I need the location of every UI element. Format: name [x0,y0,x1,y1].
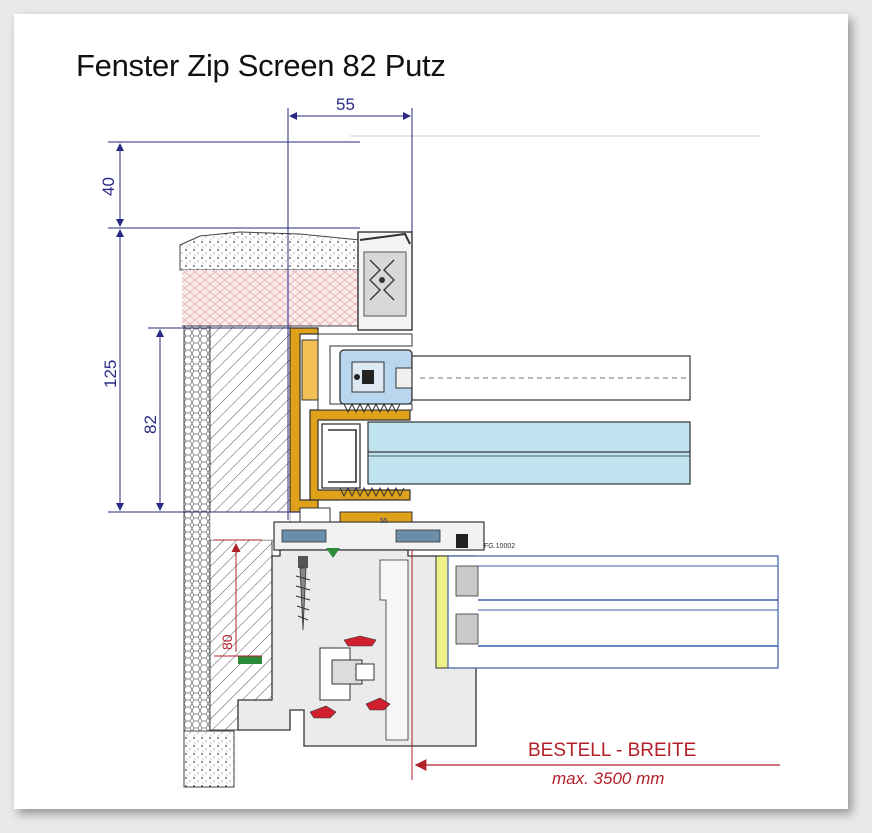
dimension-80-label: 80 [219,634,235,650]
marker-label: 55 [380,518,388,525]
ceiling-plaster [179,231,386,271]
wall-masonry [209,325,291,731]
dimension-125-label: 125 [101,360,120,388]
lower-frame-bar [273,507,485,551]
drawing-title: Fenster Zip Screen 82 Putz [76,48,446,83]
part-number-label: FG.10002 [484,543,515,550]
dimension-82-label: 82 [141,415,160,434]
dimension-82: 82 [141,327,290,511]
dimension-40-label: 40 [99,177,118,196]
red-seals [309,635,391,719]
dimension-55: 55 [287,95,413,520]
housing-profile [289,327,413,513]
wall-plaster [183,325,235,788]
dimension-40: 40 [99,141,360,229]
green-seal [238,656,262,664]
ceiling-insulation [182,270,358,327]
sash-glazing [435,555,779,669]
glass-pane [367,421,691,485]
inner-channel [321,423,405,498]
order-width-label: BESTELL - BREITE [528,740,696,761]
fixing-screw [295,556,311,631]
order-width-annotation: BESTELL - BREITE max. 3500 mm [411,550,780,788]
side-rail [339,349,413,414]
top-clip-profile [357,231,413,331]
screen-fabric [411,355,691,401]
dimension-80: 80 [214,539,262,657]
window-frame [237,549,477,747]
order-width-max: max. 3500 mm [552,769,664,788]
dimension-125: 125 [101,229,300,513]
green-seal-top [326,548,340,558]
dimension-55-label: 55 [336,95,355,114]
